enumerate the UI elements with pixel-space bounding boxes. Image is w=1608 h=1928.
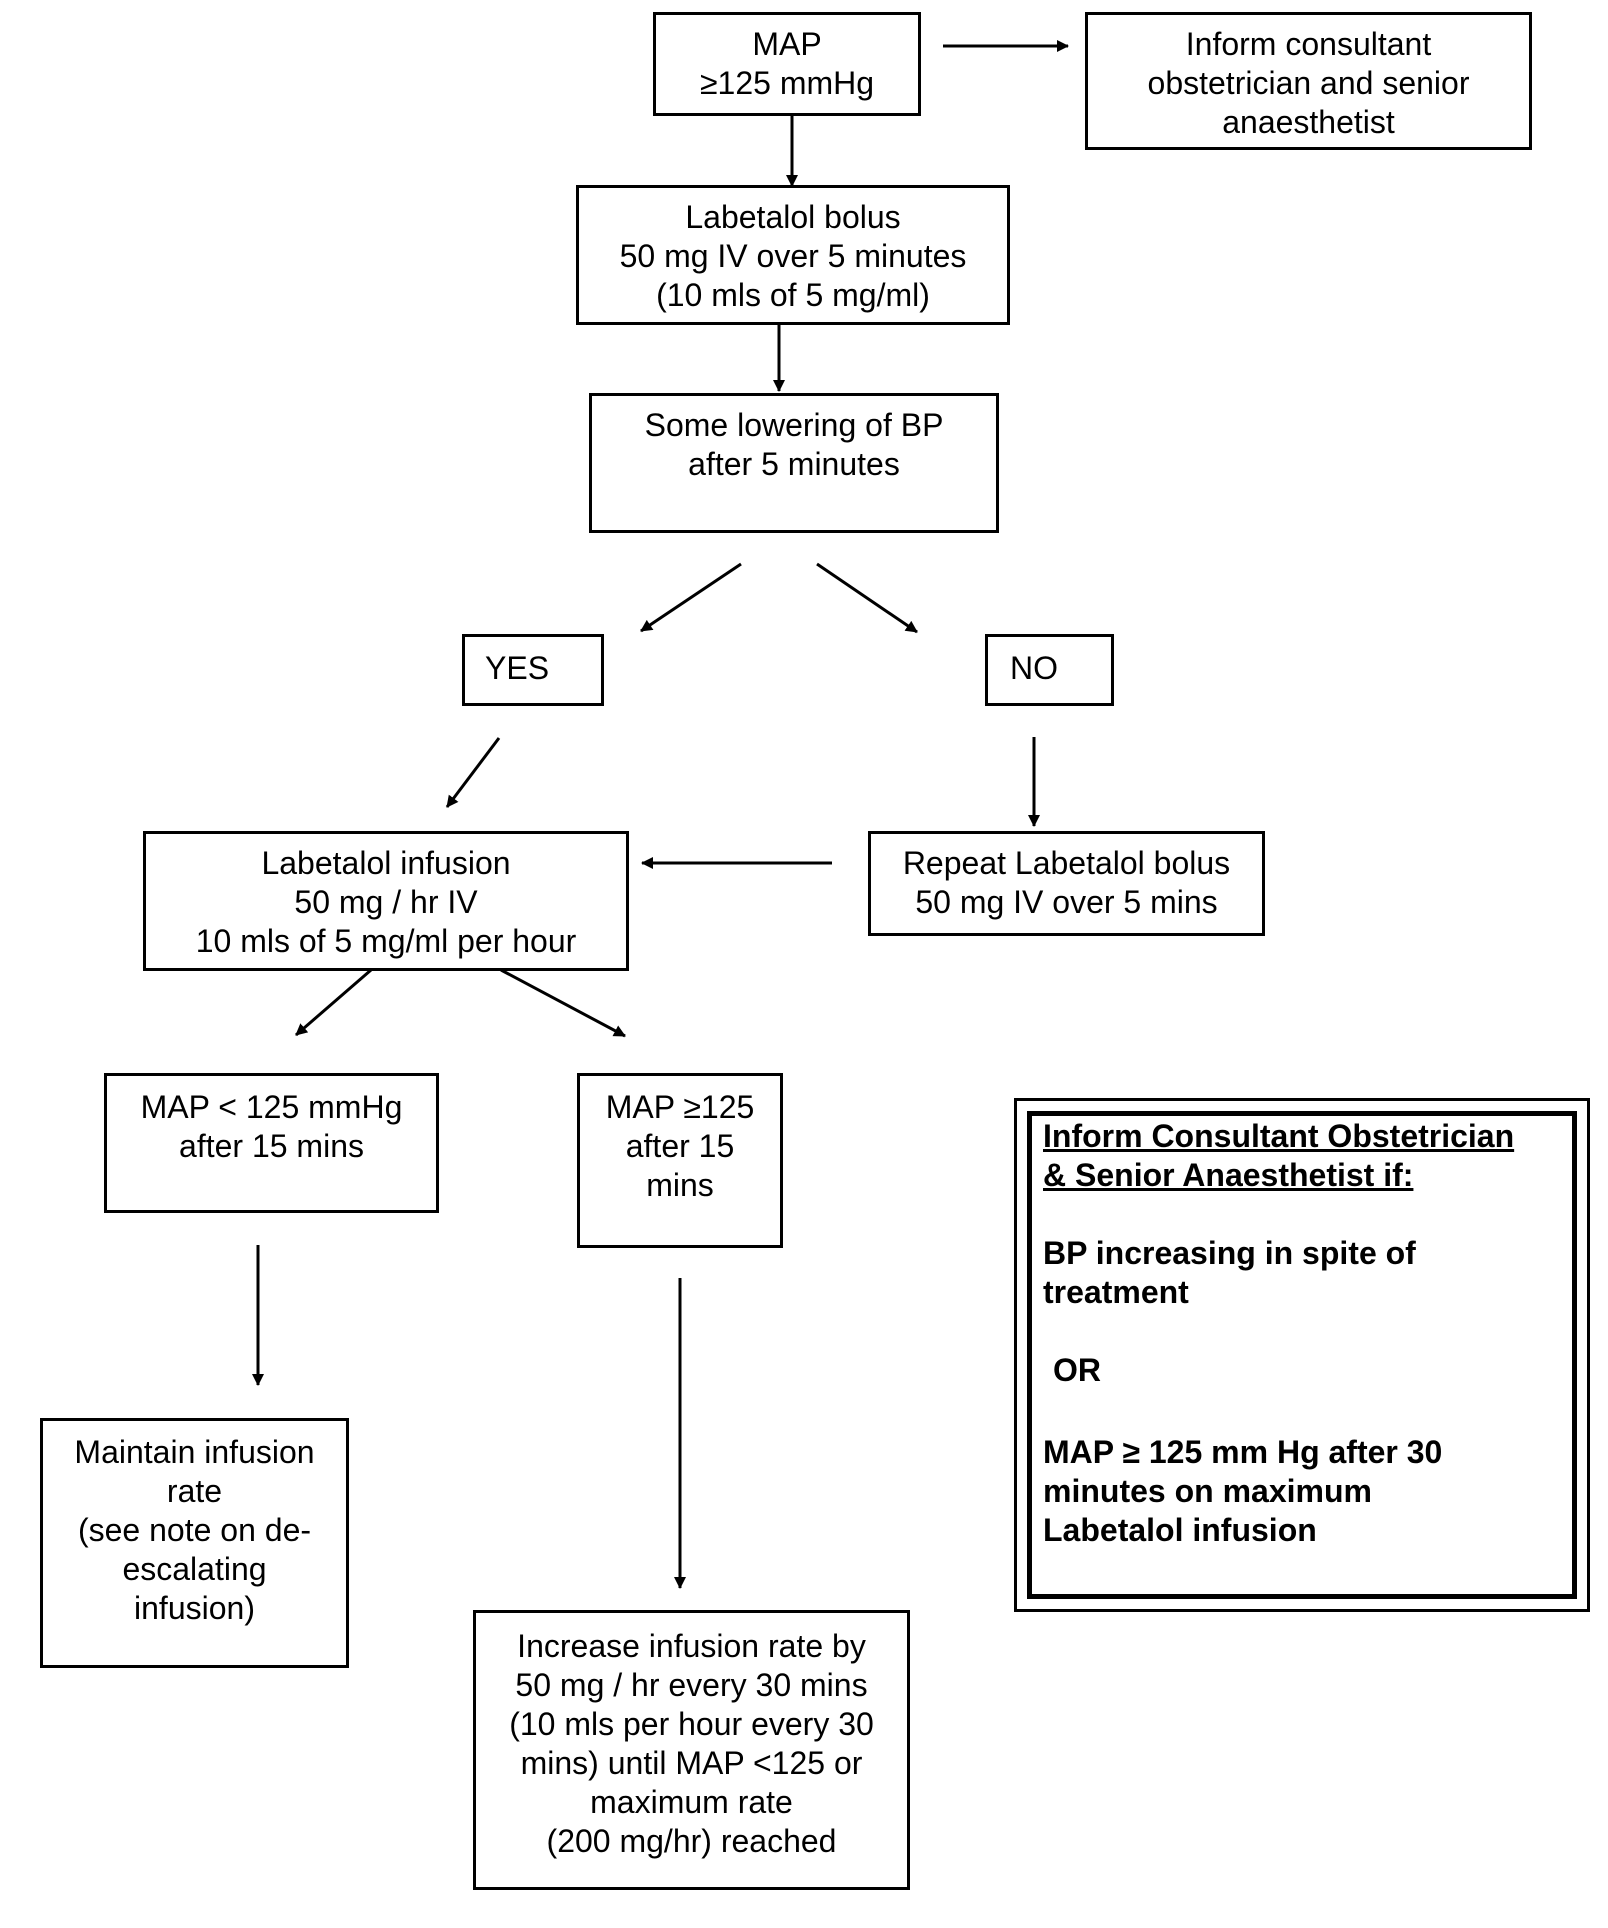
map-low-15-line-1: MAP < 125 mmHg	[140, 1089, 403, 1125]
alert-heading-line-1: Inform Consultant Obstetrician	[1043, 1118, 1515, 1154]
maintain-line-5: infusion)	[134, 1590, 255, 1626]
increase-line-5: maximum rate	[590, 1784, 793, 1820]
inform-top-line-1: Inform consultant	[1185, 26, 1432, 62]
maintain-box: Maintain infusion rate (see note on de- …	[40, 1418, 349, 1668]
increase-line-4: mins) until MAP <125 or	[520, 1745, 863, 1781]
alert-condition-1: BP increasing in spite of treatment	[1043, 1234, 1577, 1312]
arrow-yes-to-infusion	[445, 737, 501, 808]
increase-line-1: Increase infusion rate by	[517, 1628, 866, 1664]
arrow-check-to-yes	[640, 562, 742, 633]
bolus-line-2: 50 mg IV over 5 minutes	[619, 238, 967, 274]
arrow-infusion-to-maphigh	[500, 968, 626, 1038]
maintain-line-3: (see note on de-	[77, 1512, 312, 1548]
arrow-infusion-to-maplow	[295, 968, 372, 1037]
infusion-line-1: Labetalol infusion	[261, 845, 511, 881]
alert-condition-1-line-1: BP increasing in spite of	[1043, 1235, 1416, 1271]
infusion-line-3: 10 mls of 5 mg/ml per hour	[195, 923, 577, 959]
alert-condition-2-line-1: MAP ≥ 125 mm Hg after 30	[1043, 1434, 1443, 1470]
inform-top-box: Inform consultant obstetrician and senio…	[1085, 12, 1532, 150]
alert-condition-2: MAP ≥ 125 mm Hg after 30 minutes on maxi…	[1043, 1433, 1577, 1550]
lowering-check-line-1: Some lowering of BP	[644, 407, 944, 443]
escalation-alert-inner-border	[1027, 1111, 1577, 1599]
map-high-line-2: ≥125 mmHg	[699, 65, 875, 101]
infusion-line-2: 50 mg / hr IV	[294, 884, 478, 920]
repeat-bolus-box: Repeat Labetalol bolus 50 mg IV over 5 m…	[868, 831, 1265, 936]
inform-top-line-3: anaesthetist	[1222, 104, 1395, 140]
bolus-line-1: Labetalol bolus	[685, 199, 901, 235]
map-high-15-line-1: MAP ≥125	[605, 1089, 755, 1125]
alert-heading: Inform Consultant Obstetrician & Senior …	[1043, 1117, 1577, 1195]
escalation-alert-box: Inform Consultant Obstetrician & Senior …	[1014, 1098, 1590, 1612]
bolus-line-3: (10 mls of 5 mg/ml)	[656, 277, 930, 313]
maintain-line-4: escalating	[122, 1551, 267, 1587]
maintain-line-2: rate	[166, 1473, 223, 1509]
increase-line-2: 50 mg / hr every 30 mins	[515, 1667, 868, 1703]
inform-top-line-2: obstetrician and senior	[1147, 65, 1470, 101]
map-high-line-1: MAP	[752, 26, 822, 62]
map-high-box: MAP ≥125 mmHg	[653, 12, 921, 116]
repeat-bolus-line-2: 50 mg IV over 5 mins	[915, 884, 1218, 920]
map-low-15-box: MAP < 125 mmHg after 15 mins	[104, 1073, 439, 1213]
increase-box: Increase infusion rate by 50 mg / hr eve…	[473, 1610, 910, 1890]
map-low-15-line-2: after 15 mins	[179, 1128, 364, 1164]
yes-box: YES	[462, 634, 604, 706]
alert-or-label: OR	[1053, 1352, 1101, 1388]
alert-condition-2-line-2: minutes on maximum	[1043, 1473, 1372, 1509]
increase-line-6: (200 mg/hr) reached	[546, 1823, 837, 1859]
infusion-box: Labetalol infusion 50 mg / hr IV 10 mls …	[143, 831, 629, 971]
alert-condition-1-line-2: treatment	[1043, 1274, 1189, 1310]
no-box: NO	[985, 634, 1114, 706]
arrow-check-to-no	[816, 562, 918, 634]
repeat-bolus-line-1: Repeat Labetalol bolus	[902, 845, 1231, 881]
lowering-check-line-2: after 5 minutes	[688, 446, 900, 482]
maintain-line-1: Maintain infusion	[74, 1434, 315, 1470]
bolus-box: Labetalol bolus 50 mg IV over 5 minutes …	[576, 185, 1010, 325]
map-high-15-line-2: after 15	[625, 1128, 735, 1164]
alert-heading-line-2: & Senior Anaesthetist if:	[1043, 1157, 1414, 1193]
alert-condition-2-line-3: Labetalol infusion	[1043, 1512, 1317, 1548]
map-high-15-line-3: mins	[646, 1167, 714, 1203]
lowering-check-box: Some lowering of BP after 5 minutes	[589, 393, 999, 533]
map-high-15-box: MAP ≥125 after 15 mins	[577, 1073, 783, 1248]
no-label: NO	[1010, 650, 1058, 686]
yes-label: YES	[485, 650, 550, 686]
increase-line-3: (10 mls per hour every 30	[509, 1706, 874, 1742]
escalation-alert-text: Inform Consultant Obstetrician & Senior …	[1043, 1117, 1577, 1550]
